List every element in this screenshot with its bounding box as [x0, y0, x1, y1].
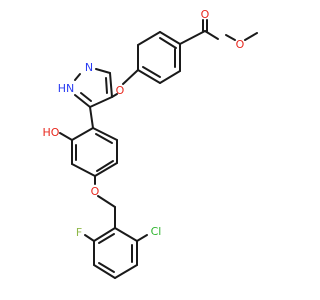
chemical-structure-diagram: O O O N HN HO O Cl F: [43, 8, 258, 279]
pyrazole-nitrogen-label: N: [85, 61, 93, 74]
methoxy-oxygen-label: O: [236, 38, 245, 51]
aryl-ether-oxygen-label: O: [116, 84, 125, 97]
benzyl-ether-oxygen-label: O: [91, 185, 100, 198]
phenol-hydroxyl-label: HO: [43, 126, 60, 139]
carbonyl-oxygen-label: O: [201, 8, 210, 21]
chlorine-label: Cl: [151, 225, 162, 238]
fluorine-label: F: [76, 226, 82, 239]
pyrazole-nh-label: HN: [58, 82, 75, 95]
bond-skeleton: [59, 19, 258, 279]
